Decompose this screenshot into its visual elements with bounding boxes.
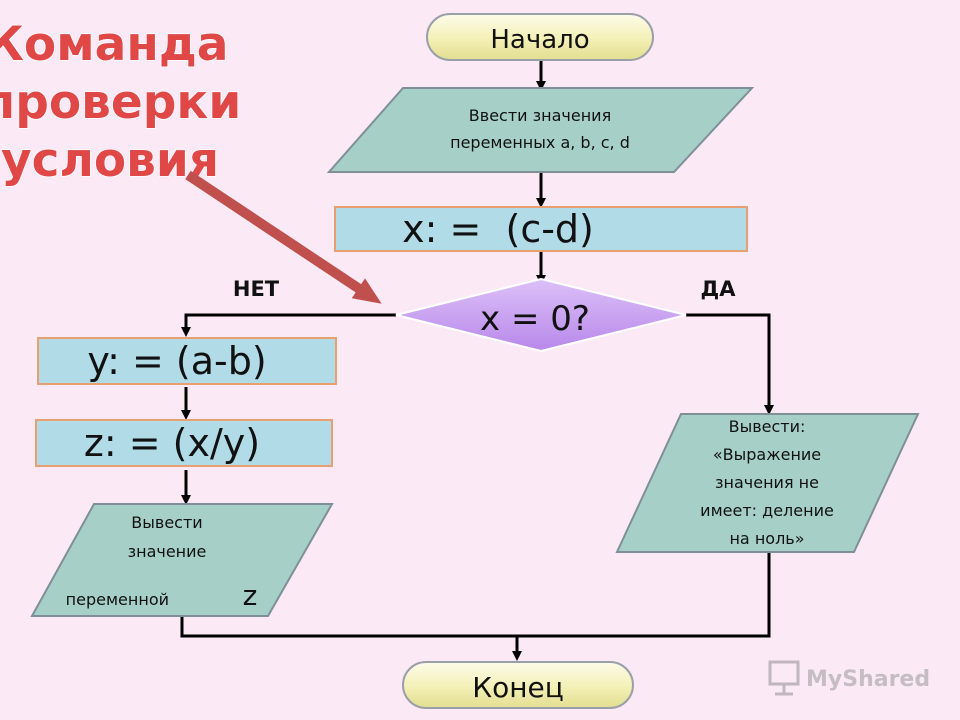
assign-z-text: z: = (x/y) [84, 421, 260, 465]
input-block: Ввести значения переменных a, b, c, d [326, 87, 755, 173]
arrow-yes-branch [686, 313, 774, 415]
title-line-2: проверки [0, 75, 241, 130]
output-z-line-1: Вывести [131, 513, 202, 532]
connectors [180, 60, 774, 661]
output-z-block: Вывести значение переменной z [30, 503, 334, 617]
decision-block: x = 0? [395, 277, 687, 353]
yes-label: ДА [701, 277, 737, 301]
output-msg-line-2: «Выражение [713, 445, 821, 464]
output-msg-line-3: значения не [715, 473, 819, 492]
assign-z-block: z: = (x/y) [35, 419, 333, 467]
input-line-2: переменных a, b, c, d [450, 133, 630, 152]
output-z-line-3: переменной [66, 590, 169, 609]
assign-y-text: y: = (a-b) [87, 339, 266, 383]
merge-line [180, 552, 771, 638]
presentation-icon [768, 660, 800, 696]
output-msg-line-4: имеет: деление [700, 501, 834, 520]
start-terminal: Начало [426, 13, 654, 61]
start-label: Начало [490, 25, 589, 55]
output-message-block: Вывести: «Выражение значения не имеет: д… [615, 413, 920, 553]
no-label: НЕТ [233, 277, 280, 301]
decision-text: x = 0? [480, 299, 590, 339]
watermark: MyShared [768, 660, 930, 696]
output-z-line-2: значение [128, 542, 207, 561]
title-line-3: условия [1, 133, 219, 188]
output-msg-line-1: Вывести: [729, 417, 806, 436]
assign-x-block: x: = (c-d) [334, 206, 748, 252]
slide-title: Команда проверки условия [0, 16, 242, 189]
arrow-no-branch [181, 313, 396, 337]
output-msg-line-5: на ноль» [729, 529, 804, 548]
pointer-arrow [185, 170, 382, 304]
title-line-1: Команда [0, 17, 229, 72]
assign-x-text: x: = (c-d) [402, 207, 594, 251]
end-terminal: Конец [402, 661, 634, 709]
watermark-text: MyShared [806, 667, 930, 692]
output-z-var: z [243, 579, 258, 612]
assign-y-block: y: = (a-b) [37, 337, 337, 385]
input-line-1: Ввести значения [469, 106, 611, 125]
end-label: Конец [472, 671, 564, 704]
